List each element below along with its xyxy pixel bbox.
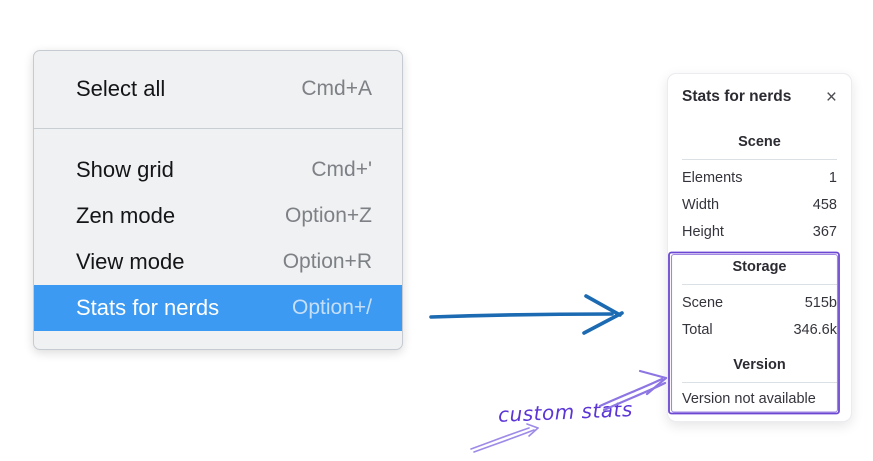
section-heading-version: Version (733, 357, 786, 373)
stats-panel: Stats for nerds × Scene Elements 1 Width… (667, 73, 852, 422)
stat-value: 346.6k (793, 322, 837, 338)
section-heading-storage: Storage (732, 259, 787, 275)
context-menu: Select all Cmd+A Show grid Cmd+' Zen mod… (33, 50, 403, 350)
blue-arrow-icon (429, 294, 624, 335)
divider (682, 159, 837, 160)
stat-row-width: Width 458 (682, 192, 837, 219)
stat-label: Height (682, 224, 724, 240)
stat-row-elements: Elements 1 (682, 165, 837, 192)
stat-label: Width (682, 197, 720, 213)
section-heading-scene: Scene (738, 134, 781, 150)
menu-group: Show grid Cmd+' Zen mode Option+Z View m… (34, 128, 402, 349)
menu-item-label: View mode (76, 249, 185, 274)
stats-panel-title: Stats for nerds (682, 88, 792, 105)
stat-value: 515b (804, 295, 837, 311)
menu-item-shortcut: Option+/ (292, 296, 372, 319)
menu-item-label: Stats for nerds (76, 295, 220, 320)
stats-panel-header: Stats for nerds × (682, 84, 837, 110)
menu-item-stats-for-nerds[interactable]: Stats for nerds Option+/ (34, 285, 402, 331)
stat-label: Total (682, 322, 713, 338)
stat-value: 367 (812, 224, 837, 240)
menu-item-label: Show grid (76, 157, 174, 182)
version-note: Version not available (682, 391, 816, 407)
menu-item-zen-mode[interactable]: Zen mode Option+Z (34, 193, 402, 239)
menu-item-shortcut: Cmd+A (301, 77, 372, 100)
close-icon[interactable]: × (825, 86, 837, 108)
menu-item-shortcut: Cmd+' (311, 158, 372, 181)
menu-item-label: Zen mode (76, 203, 176, 228)
stat-label: Scene (682, 295, 724, 311)
annotation-tail-arrow-icon (470, 423, 539, 453)
stat-value: 1 (828, 170, 837, 186)
menu-item-select-all[interactable]: Select all Cmd+A (34, 66, 402, 112)
stat-row-total: Total 346.6k (682, 317, 837, 344)
scene-rows: Elements 1 Width 458 Height 367 (682, 165, 837, 246)
menu-group: Select all Cmd+A (34, 51, 402, 128)
storage-rows: Scene 515b Total 346.6k (682, 290, 837, 344)
menu-item-shortcut: Option+Z (285, 204, 372, 227)
menu-item-view-mode[interactable]: View mode Option+R (34, 239, 402, 285)
menu-item-label: Select all (76, 76, 166, 101)
menu-item-shortcut: Option+R (282, 250, 372, 273)
stat-row-scene: Scene 515b (682, 290, 837, 317)
stat-label: Elements (682, 170, 743, 186)
divider (682, 284, 837, 285)
stat-row-height: Height 367 (682, 219, 837, 246)
custom-stats-annotation: custom stats (497, 397, 634, 427)
stat-value: 458 (812, 197, 837, 213)
divider (682, 382, 837, 383)
menu-item-show-grid[interactable]: Show grid Cmd+' (34, 147, 402, 193)
